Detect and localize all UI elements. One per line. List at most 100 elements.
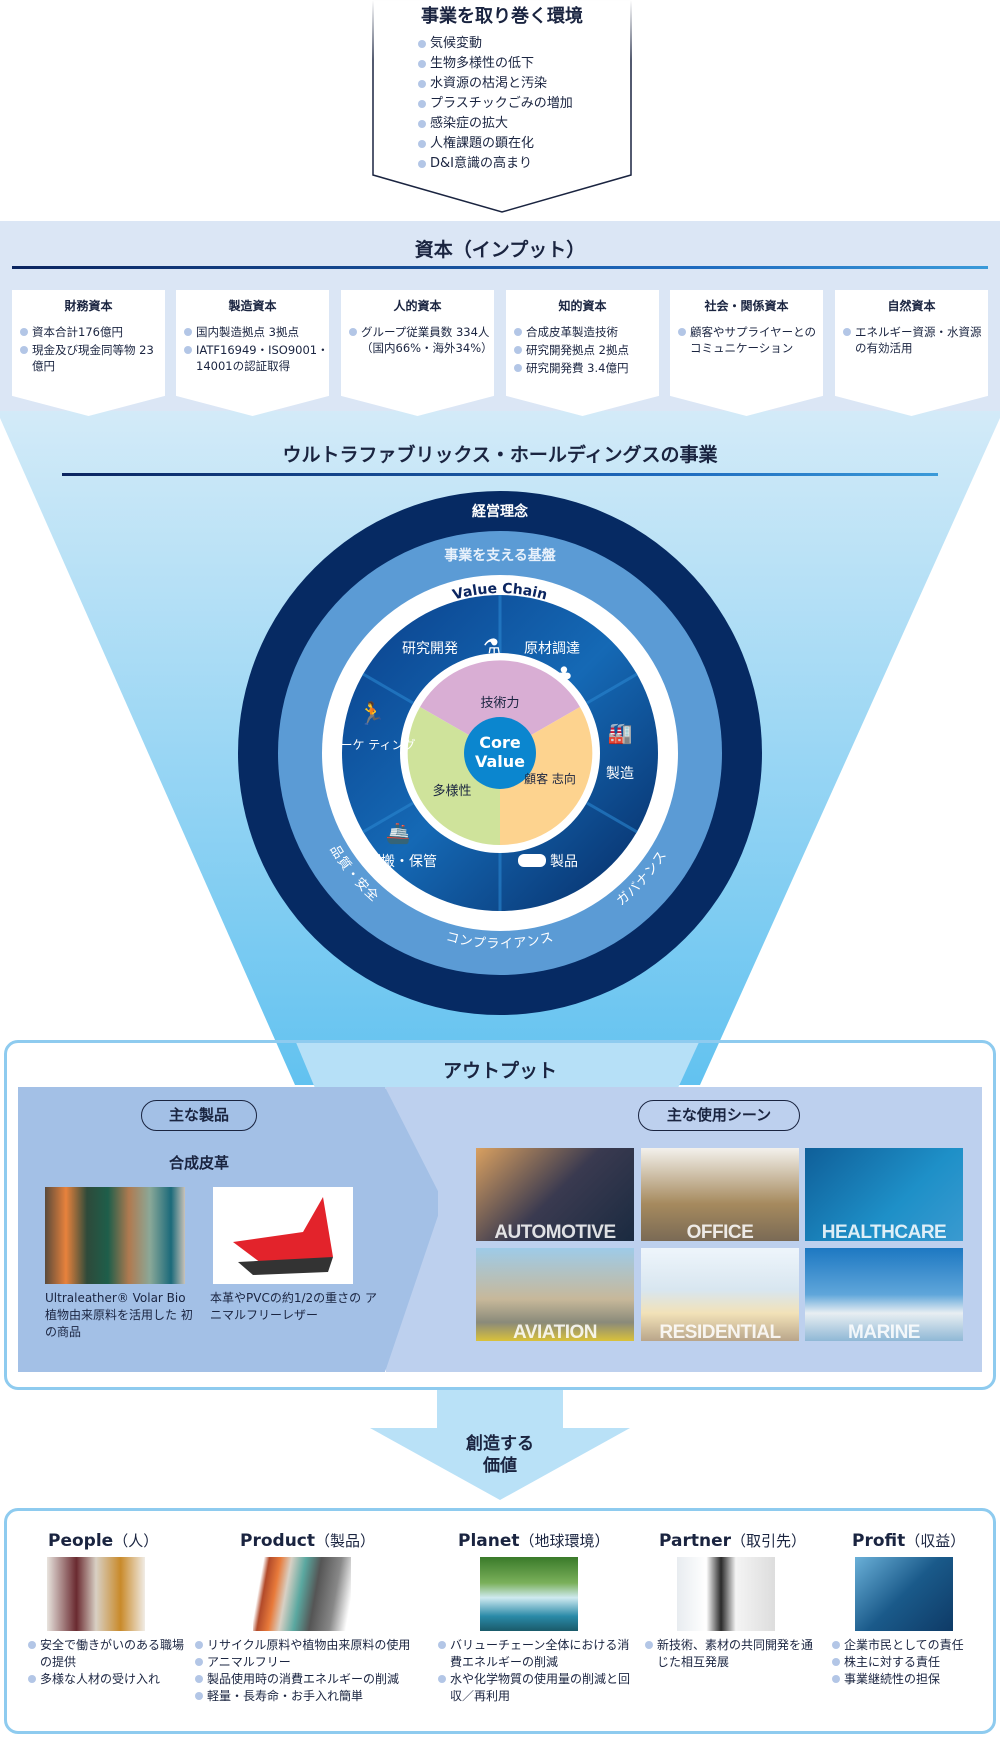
list-item: 顧客やサプライヤーとのコミュニケーション (678, 324, 823, 356)
environment-title: 事業を取り巻く環境 (421, 6, 583, 27)
scene-label: RESIDENTIAL (659, 1322, 781, 1341)
list-item: 事業継続性の担保 (832, 1671, 992, 1688)
value-subtitle: （人） (113, 1532, 159, 1550)
list-item: アニマルフリー (195, 1654, 415, 1671)
running-stairs-icon: 🏃 (358, 701, 385, 727)
list-item: 生物多様性の低下 (418, 54, 573, 74)
list-item: 企業市民としての責任 (832, 1637, 992, 1654)
scene-healthcare: HEALTHCARE (805, 1148, 963, 1241)
value-arrow (370, 1390, 630, 1500)
list-item: 株主に対する責任 (832, 1654, 992, 1671)
list-item: エネルギー資源・水資源の有効活用 (843, 324, 988, 356)
value-planet: Planet（地球環境） バリューチェーン全体における消費エネルギーの削減水や化… (438, 1530, 638, 1705)
value-line1: 創造する (466, 1434, 534, 1454)
partners-image (677, 1557, 775, 1631)
foundation-item-compliance: コンプライアンス (444, 930, 555, 952)
roll-icon (518, 854, 546, 867)
list-item: 合成皮革製造技術 (514, 324, 659, 340)
capital-card-natural: 自然資本エネルギー資源・水資源の有効活用 (835, 290, 988, 416)
card-title: 財務資本 (64, 299, 113, 313)
business-environment-box: 事業を取り巻く環境 気候変動 生物多様性の低下 水資源の枯渇と汚染 プラスチック… (372, 0, 632, 214)
divider (12, 266, 988, 269)
value-title: Profit (852, 1531, 906, 1551)
card-title: 人的資本 (393, 299, 442, 313)
list-item: 水や化学物質の使用量の削減と回収／再利用 (438, 1671, 638, 1705)
finance-image (855, 1557, 953, 1631)
capital-card-social: 社会・関係資本顧客やサプライヤーとのコミュニケーション (670, 290, 823, 416)
value-chain-marketing: マーケ ティング (328, 738, 415, 752)
product-rolls-image (253, 1557, 351, 1631)
diversity-label: 多様性 (432, 783, 471, 799)
value-line2: 価値 (483, 1456, 517, 1476)
value-title: Partner (659, 1531, 732, 1551)
list-item: 多様な人材の受け入れ (28, 1671, 188, 1688)
list-item: プラスチックごみの増加 (418, 94, 573, 114)
value-title: Planet (458, 1531, 520, 1551)
list-item: バリューチェーン全体における消費エネルギーの削減 (438, 1637, 638, 1671)
list-item: 水資源の枯渇と汚染 (418, 74, 573, 94)
capital-card-human: 人的資本グループ従業員数 334人（国内66%・海外34%） (341, 290, 494, 416)
segment-technology (420, 660, 580, 753)
list-item: 資本合計176億円 (20, 324, 165, 340)
ship-icon: 🚢 (386, 821, 411, 845)
scene-label: AVIATION (513, 1322, 597, 1341)
scene-label: MARINE (848, 1322, 920, 1341)
tech-label: 技術力 (480, 696, 519, 711)
core-value-circle (464, 717, 536, 789)
value-title: Product (240, 1531, 315, 1551)
list-item: 気候変動 (418, 34, 573, 54)
people-image (47, 1557, 145, 1631)
value-people: People（人） 安全で働きがいのある職場の提供多様な人材の受け入れ (28, 1530, 188, 1688)
list-item: 新技術、素材の共同開発を通じた相互発展 (645, 1637, 820, 1671)
product-caption-2: 本革やPVCの約1/2の重さの アニマルフリーレザー (210, 1291, 377, 1322)
value-chain-title: Value Chain (451, 581, 549, 604)
created-value-title: 創造する価値 (0, 1433, 1000, 1477)
foundation-label: 事業を支える基盤 (444, 547, 557, 564)
flask-icon: ⚗ (483, 634, 501, 658)
value-subtitle: （地球環境） (519, 1532, 610, 1550)
value-chain-rnd: 研究開発 (402, 641, 458, 657)
card-title: 製造資本 (228, 299, 277, 313)
scene-label: AUTOMOTIVE (494, 1222, 616, 1241)
philosophy-label: 経営理念 (472, 503, 529, 520)
list-item: 研究開発拠点 2拠点 (514, 342, 659, 358)
business-model-diagram: 経営理念 事業を支える基盤 Value Chain 品質・安全 コンプライアンス… (238, 491, 762, 1015)
card-title: 社会・関係資本 (704, 299, 789, 313)
capital-card-intellectual: 知的資本合成皮革製造技術研究開発拠点 2拠点研究開発費 3.4億円 (506, 290, 659, 416)
value-subtitle: （製品） (315, 1532, 376, 1550)
capital-card-manufactured: 製造資本国内製造拠点 3拠点 IATF16949・ISO9001・14001の認証… (176, 290, 329, 416)
products-label: 主な製品 (141, 1100, 257, 1131)
divider (62, 473, 938, 476)
core-value-line2: Value (475, 752, 525, 771)
value-chain-procurement: 原材調達 (524, 641, 580, 657)
scene-label: OFFICE (686, 1222, 754, 1241)
capital-section: 資本（インプット） 財務資本資本合計176億円現金及び現金同等物 23億円 製造… (0, 221, 1000, 416)
product-caption-1: Ultraleather® Volar Bio 植物由来原料を活用した 初の商品 (45, 1291, 193, 1339)
value-chain-manufacturing: 製造 (606, 766, 634, 782)
list-item: 人権課題の顕在化 (418, 134, 573, 154)
list-item: 軽量・長寿命・お手入れ簡単 (195, 1688, 415, 1705)
list-item: 国内製造拠点 3拠点 (184, 324, 329, 340)
value-subtitle: （収益） (905, 1532, 966, 1550)
value-title: People (48, 1531, 114, 1551)
business-title: ウルトラファブリックス・ホールディングスの事業 (282, 444, 718, 466)
core-value-line1: Core (479, 733, 521, 752)
list-item: IATF16949・ISO9001・14001の認証取得 (184, 342, 329, 374)
value-chain-product: 製品 (550, 854, 578, 870)
scenes-label: 主な使用シーン (638, 1100, 800, 1131)
value-partner: Partner（取引先） 新技術、素材の共同開発を通じた相互発展 (645, 1530, 820, 1671)
card-title: 知的資本 (558, 299, 607, 313)
product-category: 合成皮革 (168, 1154, 229, 1172)
list-item: 製品使用時の消費エネルギーの削減 (195, 1671, 415, 1688)
output-box (4, 1040, 996, 1390)
capital-card-financial: 財務資本資本合計176億円現金及び現金同等物 23億円 (12, 290, 165, 416)
output-title: アウトプット (442, 1060, 557, 1082)
list-item: 安全で働きがいのある職場の提供 (28, 1637, 188, 1671)
list-item: D&I意識の高まり (418, 154, 573, 174)
capital-title: 資本（インプット） (414, 239, 586, 261)
list-item: 現金及び現金同等物 23億円 (20, 342, 165, 374)
customer-label: 顧客 志向 (524, 771, 576, 786)
scene-residential: RESIDENTIAL (641, 1248, 799, 1341)
scene-marine: MARINE (805, 1248, 963, 1341)
volar-bio-product-image (45, 1187, 185, 1284)
